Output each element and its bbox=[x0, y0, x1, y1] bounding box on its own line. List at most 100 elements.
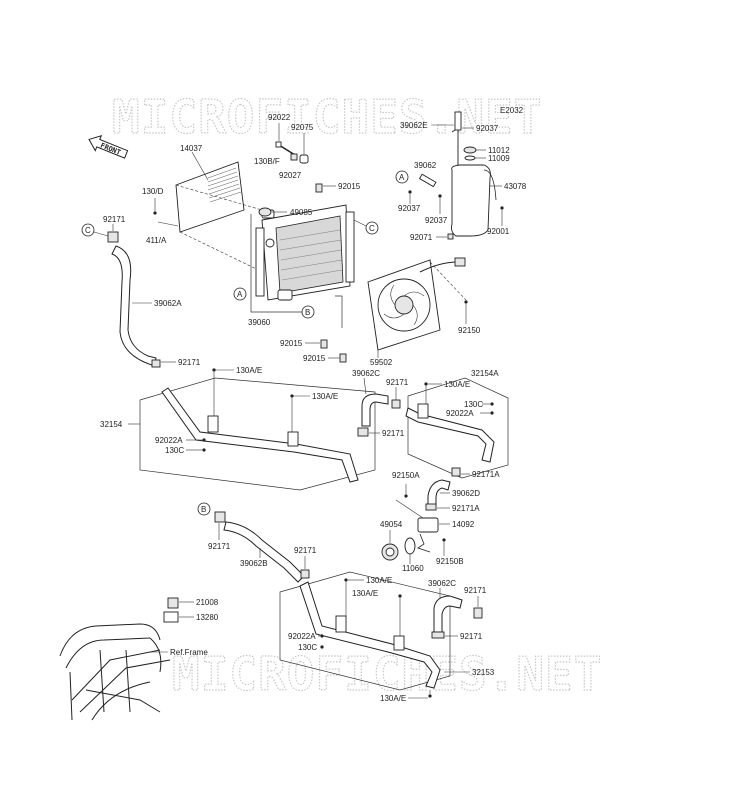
grommet-92075 bbox=[299, 154, 309, 164]
hose-39062A bbox=[111, 245, 157, 367]
label-411A: 411/A bbox=[146, 236, 167, 245]
radiator-cap-49085 bbox=[258, 207, 272, 217]
label-39062: 39062 bbox=[414, 161, 437, 170]
clamp-92171A-b bbox=[425, 503, 437, 511]
clamp-92171-c bbox=[391, 399, 401, 409]
clamp-92171-g bbox=[473, 607, 483, 619]
label-21008: 21008 bbox=[196, 598, 219, 607]
diagram-code: E2032 bbox=[500, 106, 524, 115]
label-92150: 92150 bbox=[458, 326, 481, 335]
fan-assembly-59502 bbox=[367, 257, 466, 351]
label-92171A-a: 92171A bbox=[472, 470, 500, 479]
label-130AE-f: 130A/E bbox=[380, 694, 406, 703]
callout-a-radiator-label: A bbox=[237, 290, 243, 299]
hose-39062B bbox=[223, 521, 305, 583]
label-ref-frame: Ref.Frame bbox=[170, 648, 208, 657]
label-92150B: 92150B bbox=[436, 557, 464, 566]
label-32153: 32153 bbox=[472, 668, 495, 677]
label-43078: 43078 bbox=[504, 182, 527, 191]
hose-39062D bbox=[427, 479, 451, 507]
label-130AE-e: 130A/E bbox=[352, 589, 378, 598]
label-130AE-c: 130A/E bbox=[444, 380, 470, 389]
clip-92015-b bbox=[320, 339, 328, 349]
radiator-39060 bbox=[255, 204, 355, 301]
callout-a-radiator bbox=[233, 287, 247, 301]
label-130AE-b: 130A/E bbox=[312, 392, 338, 401]
clip-21008 bbox=[167, 597, 179, 609]
label-39062D: 39062D bbox=[452, 489, 480, 498]
label-39062C-b: 39062C bbox=[428, 579, 456, 588]
label-11012: 11012 bbox=[488, 146, 510, 155]
pipe-32154-bracket-2 bbox=[287, 431, 299, 447]
label-39062A: 39062A bbox=[154, 299, 182, 308]
label-92022A-a: 92022A bbox=[155, 436, 183, 445]
label-32154: 32154 bbox=[100, 420, 123, 429]
label-92171-e: 92171 bbox=[208, 542, 231, 551]
callout-a-tank bbox=[395, 170, 409, 184]
label-92171-b: 92171 bbox=[178, 358, 201, 367]
label-92037-b: 92037 bbox=[398, 204, 421, 213]
clamp-92171-d bbox=[357, 427, 369, 437]
clip-92015-c bbox=[339, 353, 347, 363]
hose-39062C-a bbox=[361, 393, 389, 427]
label-92015-a: 92015 bbox=[338, 182, 361, 191]
label-92150A: 92150A bbox=[392, 471, 420, 480]
pipe-32153-bracket-2 bbox=[393, 635, 405, 651]
label-92171-h: 92171 bbox=[460, 632, 483, 641]
clamp-92171-a bbox=[107, 231, 119, 243]
label-39062C-a: 39062C bbox=[352, 369, 380, 378]
label-92015-c: 92015 bbox=[303, 354, 326, 363]
watermark-bottom: MICROFICHES.NET bbox=[172, 647, 602, 701]
nut-130BF bbox=[290, 153, 298, 161]
callout-a-tank-label: A bbox=[399, 173, 405, 182]
hose-39062E bbox=[454, 111, 462, 131]
label-130C-a: 130C bbox=[165, 446, 184, 455]
pipe-32153-bracket bbox=[335, 615, 347, 633]
callout-b-hose bbox=[197, 502, 211, 516]
label-49054: 49054 bbox=[380, 520, 403, 529]
shroud-panel-14037 bbox=[175, 161, 276, 279]
clamp-92171A-a bbox=[451, 467, 461, 477]
label-92171-f: 92171 bbox=[294, 546, 317, 555]
label-92171A-b: 92171A bbox=[452, 504, 480, 513]
frame-reference bbox=[59, 623, 171, 721]
callout-c-radiator-label: C bbox=[369, 224, 375, 233]
label-39062B: 39062B bbox=[240, 559, 268, 568]
label-92171-a: 92171 bbox=[103, 215, 126, 224]
label-92022A-c: 92022A bbox=[288, 632, 316, 641]
label-39060: 39060 bbox=[248, 318, 271, 327]
box-32154A bbox=[407, 377, 509, 479]
nut-92071 bbox=[447, 233, 454, 240]
clamp-92171-h bbox=[431, 631, 445, 639]
watermark-top: MICROFICHES.NET bbox=[112, 90, 542, 144]
callout-c-left bbox=[81, 223, 95, 237]
label-14092: 14092 bbox=[452, 520, 475, 529]
clip-92015-a bbox=[315, 183, 323, 193]
label-130AE-d: 130A/E bbox=[366, 576, 392, 585]
label-92171-d: 92171 bbox=[382, 429, 405, 438]
hose-39062 bbox=[418, 173, 437, 188]
label-39062E: 39062E bbox=[400, 121, 428, 130]
thermostat-49054 bbox=[381, 543, 399, 561]
label-92022-top: 92022 bbox=[268, 113, 291, 122]
label-11060: 11060 bbox=[402, 564, 424, 573]
bolt-92022 bbox=[275, 141, 296, 156]
pipe-32153 bbox=[299, 581, 441, 689]
label-13280: 13280 bbox=[196, 613, 219, 622]
label-92015-b: 92015 bbox=[280, 339, 303, 348]
label-92171-g: 92171 bbox=[464, 586, 487, 595]
callout-c-radiator bbox=[365, 221, 379, 235]
label-130C-c: 130C bbox=[298, 643, 317, 652]
clamp-92171-f bbox=[300, 569, 310, 579]
pipe-32154A-bracket bbox=[417, 403, 429, 419]
label-92037-c: 92037 bbox=[425, 216, 448, 225]
hose-39062C-b bbox=[433, 595, 463, 633]
label-14037: 14037 bbox=[180, 144, 203, 153]
label-92171-c: 92171 bbox=[386, 378, 409, 387]
pipe-32154 bbox=[161, 387, 359, 483]
label-130BF: 130B/F bbox=[254, 157, 280, 166]
label-92022A-b: 92022A bbox=[446, 409, 474, 418]
callout-b-hose-label: B bbox=[201, 505, 206, 514]
callout-b-radiator-label: B bbox=[305, 308, 310, 317]
